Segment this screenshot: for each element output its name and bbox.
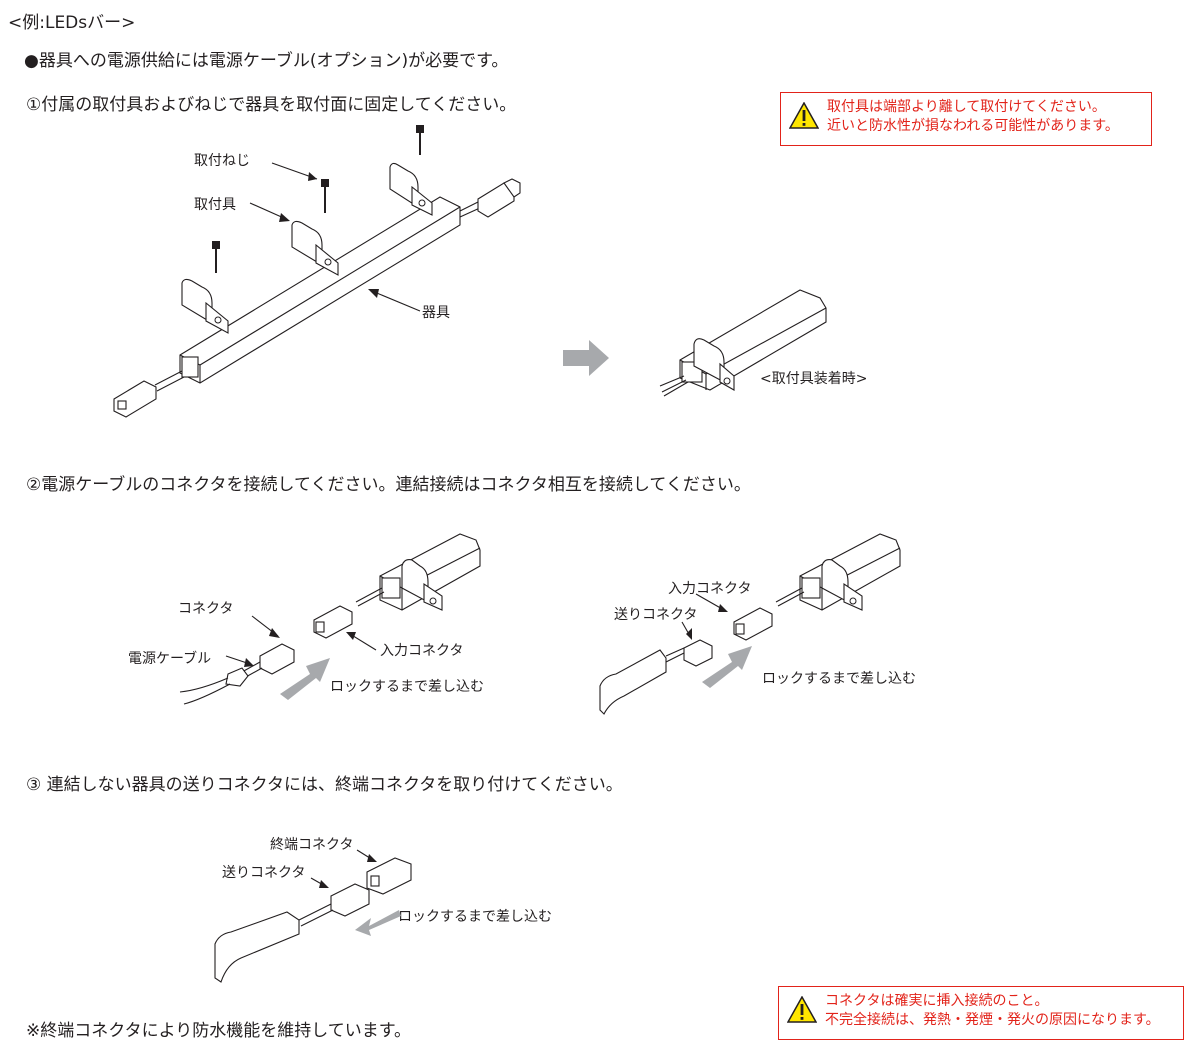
terminal-connector-illustration: [214, 849, 412, 983]
gray-arrow-right-icon: [563, 340, 609, 376]
power-cable-connection-illustration: [179, 533, 481, 705]
warning-box-bracket-position: 取付具は端部より離して取付けてください。 近いと防水性が損なわれる可能性がありま…: [780, 92, 1152, 146]
warning-2-line-1: コネクタは確実に挿入接続のこと。: [825, 993, 1049, 1009]
warning-icon: [789, 102, 819, 129]
label-send-connector-right: 送りコネクタ: [614, 607, 698, 623]
warning-box-connector: コネクタは確実に挿入接続のこと。 不完全接続は、発熱・発煙・発火の原因になります…: [778, 986, 1184, 1040]
label-send-connector: 送りコネクタ: [222, 865, 306, 881]
label-insert-until-lock: ロックするまで差し込む: [398, 909, 552, 925]
label-fixture: 器具: [422, 305, 450, 321]
bracket-mounted-illustration: [659, 289, 827, 397]
label-insert-until-lock-left: ロックするまで差し込む: [330, 679, 484, 695]
label-insert-until-lock-right: ロックするまで差し込む: [762, 671, 916, 687]
label-bracket-mounted: <取付具装着時>: [760, 371, 868, 387]
power-cable-note: ●器具への電源供給には電源ケーブル(オプション)が必要です。: [24, 51, 509, 71]
warning-1-line-1: 取付具は端部より離して取付けてください。: [827, 99, 1106, 115]
label-input-connector-left: 入力コネクタ: [380, 643, 464, 659]
warning-2-line-2: 不完全接続は、発熱・発煙・発火の原因になります。: [825, 1012, 1160, 1028]
label-mounting-screw: 取付ねじ: [194, 153, 250, 169]
footnote-waterproof: ※終端コネクタにより防水機能を維持しています。: [26, 1021, 412, 1041]
step-2-instruction: ②電源ケーブルのコネクタを接続してください。連結接続はコネクタ相互を接続してくだ…: [26, 475, 751, 495]
fixture-bar-illustration: [113, 125, 521, 418]
label-terminal-connector: 終端コネクタ: [270, 837, 354, 853]
heading: <例:LEDsバー>: [8, 13, 136, 33]
warning-icon: [787, 996, 817, 1023]
daisy-chain-connection-illustration: [599, 533, 901, 715]
warning-1-line-2: 近いと防水性が損なわれる可能性があります。: [827, 118, 1119, 134]
label-input-connector-right: 入力コネクタ: [668, 581, 752, 597]
label-power-cable: 電源ケーブル: [128, 651, 212, 667]
step-1-instruction: ①付属の取付具およびねじで器具を取付面に固定してください。: [26, 95, 517, 115]
label-connector: コネクタ: [178, 601, 234, 617]
label-mounting-bracket: 取付具: [194, 197, 236, 213]
step-3-instruction: ③ 連結しない器具の送りコネクタには、終端コネクタを取り付けてください。: [26, 775, 623, 795]
